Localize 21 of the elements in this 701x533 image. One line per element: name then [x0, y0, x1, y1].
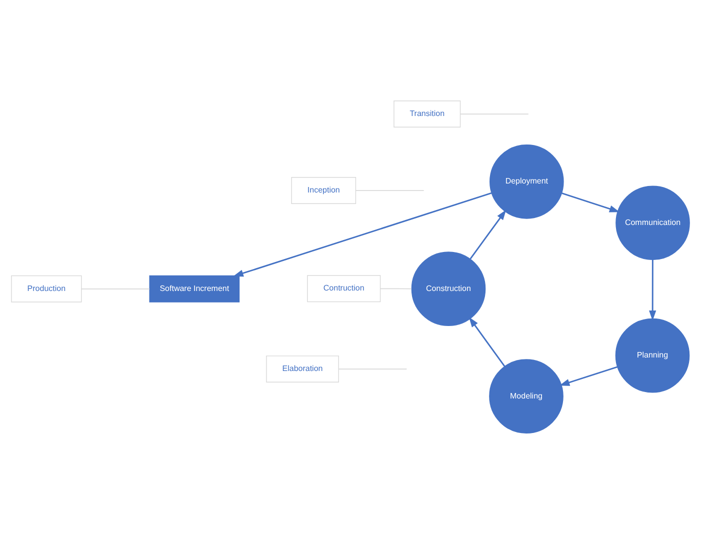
node-circle: Modeling — [489, 358, 564, 433]
node-box: Inception — [291, 176, 356, 204]
connector — [338, 368, 408, 369]
node-circle: Planning — [615, 318, 690, 392]
node-box: Software Increment — [149, 274, 240, 302]
node-box: Contruction — [307, 274, 381, 302]
arrow — [470, 209, 506, 259]
arrow — [649, 259, 656, 320]
arrow — [562, 192, 620, 212]
connector — [380, 288, 412, 289]
node-circle: Construction — [411, 251, 486, 326]
node-box: Transition — [394, 100, 461, 127]
node-box: Production — [11, 274, 82, 302]
connector — [81, 288, 150, 289]
connector — [460, 113, 529, 114]
node-box: Elaboration — [266, 355, 339, 382]
arrow — [468, 316, 506, 366]
arrow — [233, 192, 492, 276]
arrow — [559, 366, 618, 386]
node-circle: Communication — [616, 185, 690, 260]
node-circle: Deployment — [490, 144, 564, 218]
